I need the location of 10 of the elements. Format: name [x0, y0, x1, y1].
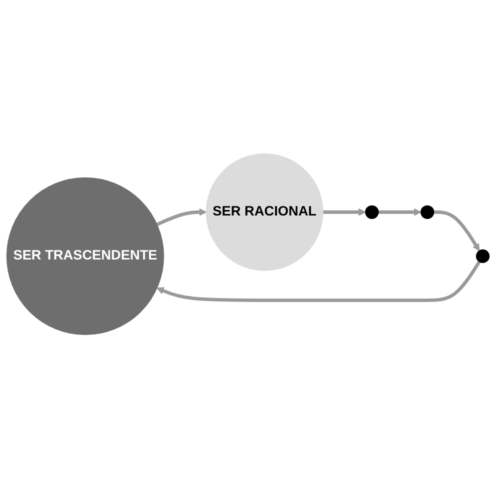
node-circle: SER RACIONAL — [206, 153, 324, 271]
node-circle — [420, 205, 434, 219]
arrow — [322, 208, 366, 216]
arrow — [434, 210, 480, 251]
arrow — [378, 208, 422, 216]
node-circle — [476, 249, 490, 263]
arrow — [156, 208, 207, 226]
arrow — [156, 260, 481, 302]
node-circle: SER TRASCENDENTE — [6, 177, 164, 335]
node-circle — [365, 205, 379, 219]
